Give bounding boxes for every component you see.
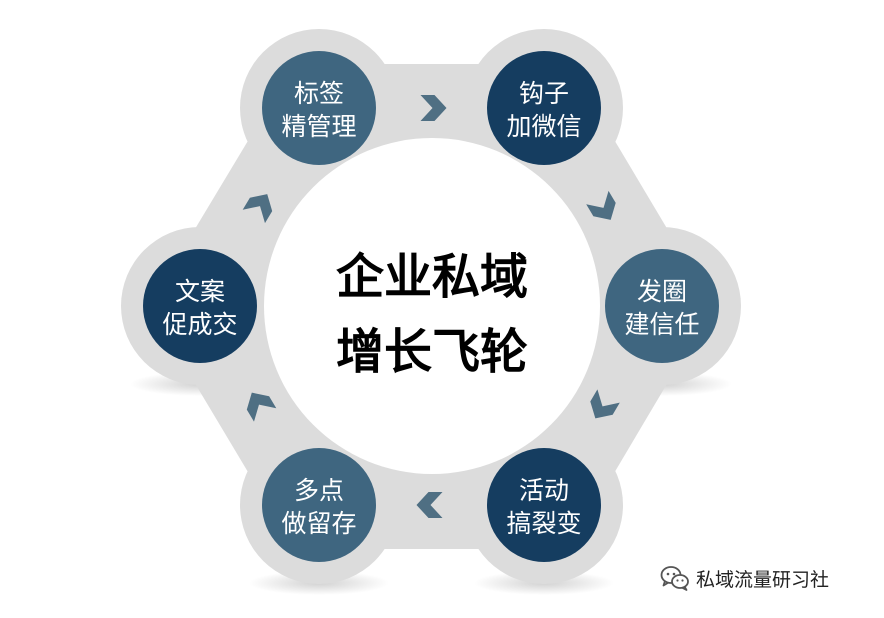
node-circle: [487, 51, 601, 165]
node-copy-conversion: 文案 促成交: [143, 249, 257, 363]
node-circle: [487, 448, 601, 562]
node-label-line1: 发圈: [637, 277, 687, 306]
chevron-arrow-icon: [242, 194, 273, 224]
node-label-line2: 加微信: [506, 112, 581, 141]
center-disc: [264, 138, 600, 474]
ring-band: [156, 64, 706, 549]
node-circle: [143, 249, 257, 363]
watermark-text: 私域流量研习社: [696, 568, 830, 591]
node-label-line2: 搞裂变: [506, 509, 581, 538]
chevron-arrow-icon: [416, 492, 443, 518]
node-label-line1: 文案: [175, 277, 225, 306]
node-circle: [262, 448, 376, 562]
node-label-line2: 精管理: [281, 112, 356, 141]
node-label-line2: 促成交: [162, 310, 237, 339]
chevron-arrow-icon: [246, 392, 277, 422]
center-title: 企业私域 增长飞轮: [336, 249, 528, 380]
wechat-icon: [660, 566, 689, 591]
node-circle: [605, 249, 719, 363]
node-tag-management: 标签 精管理: [262, 51, 376, 165]
node-label-line2: 做留存: [281, 509, 356, 538]
watermark: 私域流量研习社: [660, 563, 829, 593]
node-multipoint-retention: 多点 做留存: [262, 448, 376, 562]
cycle-nodes: 标签 精管理 钩子 加微信 发圈 建信任 活动 搞裂变 多点 做留存 文案 促成…: [143, 51, 719, 562]
cycle-arrows: [242, 95, 620, 518]
node-label-line1: 多点: [294, 476, 344, 505]
node-event-fission: 活动 搞裂变: [487, 448, 601, 562]
node-label-line1: 标签: [294, 79, 344, 108]
node-hook-add-wechat: 钩子 加微信: [487, 51, 601, 165]
center-title-line1: 企业私域: [336, 249, 528, 305]
chevron-arrow-icon: [590, 389, 620, 419]
chevron-arrow-icon: [420, 95, 447, 121]
node-label-line2: 建信任: [624, 310, 699, 339]
node-circle: [262, 51, 376, 165]
node-label-line1: 钩子: [519, 79, 569, 108]
chevron-arrow-icon: [586, 190, 616, 220]
node-label-line1: 活动: [519, 476, 569, 505]
center-title-line2: 增长飞轮: [336, 324, 528, 380]
node-moments-build-trust: 发圈 建信任: [605, 249, 719, 363]
